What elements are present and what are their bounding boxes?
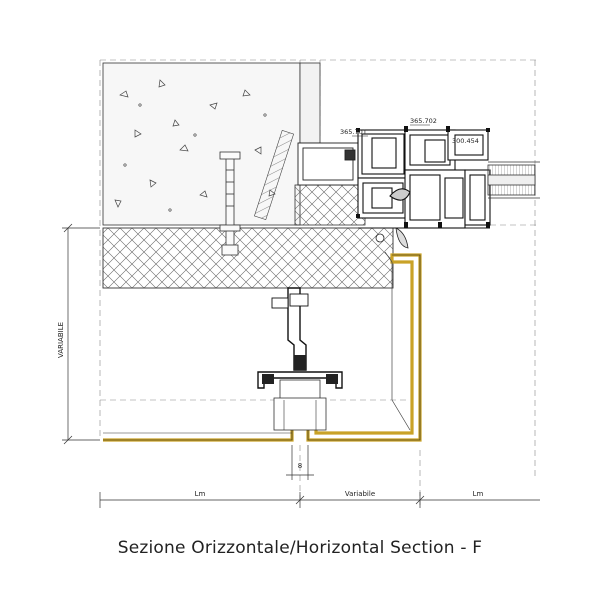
cladding-panel xyxy=(103,253,422,442)
plaster-strip xyxy=(299,62,321,144)
part-code-365701: 365.701 xyxy=(340,128,367,136)
panel-bevel xyxy=(384,251,411,431)
anchor-bolt xyxy=(219,151,241,256)
glazing-unit xyxy=(487,161,540,199)
part-code-300454: 300.454 xyxy=(452,137,479,145)
part-code-365702: 365.702 xyxy=(410,117,437,125)
dimension-bottom xyxy=(99,492,540,508)
section-caption: Sezione Orizzontale/Horizontal Section -… xyxy=(117,538,483,558)
dimension-label-lm-right: Lm xyxy=(473,490,484,498)
dimension-joint xyxy=(286,445,314,480)
part-code-labels: 365.701 365.702 300.454 xyxy=(340,117,479,145)
dimension-label-joint: 8 xyxy=(298,462,302,470)
corner-gasket xyxy=(375,227,409,249)
dimension-label-lm-left: Lm xyxy=(195,490,206,498)
dimension-label-variabile: Variabile xyxy=(345,490,375,498)
frame-insulation xyxy=(294,184,366,226)
sealant-strip xyxy=(254,129,294,221)
support-bracket xyxy=(257,287,343,431)
dimension-label-variabile-vertical: VARIABILE xyxy=(57,322,65,358)
frame-gaskets xyxy=(356,126,490,228)
window-frame-profiles xyxy=(357,129,491,229)
insulation-layer xyxy=(102,227,394,289)
section-drawing: 365.701 365.702 300.454 xyxy=(57,59,540,508)
dimension-vertical xyxy=(62,223,100,445)
window-subframe xyxy=(297,142,359,186)
